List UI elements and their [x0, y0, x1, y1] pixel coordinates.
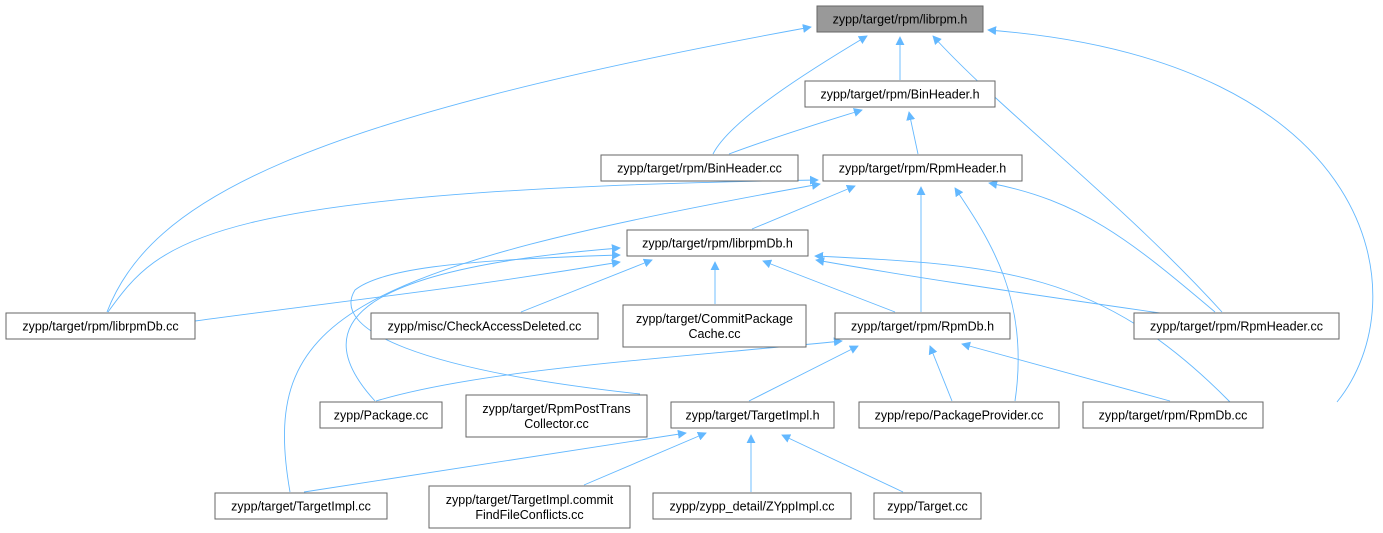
node-box: [428, 485, 631, 529]
node-box: [816, 5, 984, 33]
dependency-edge-24: [961, 341, 1171, 402]
node-targetimpl-h[interactable]: zypp/target/TargetImpl.h: [670, 401, 835, 429]
node-box: [600, 154, 799, 182]
dependency-edge-16: [762, 259, 896, 313]
node-label: zypp/target/rpm/RpmHeader.cc: [1150, 320, 1323, 334]
node-box: [1133, 312, 1340, 340]
node-packageprovider-cc[interactable]: zypp/repo/PackageProvider.cc: [858, 401, 1060, 429]
node-label: zypp/zypp_detail/ZYppImpl.cc: [669, 500, 834, 514]
node-label: zypp/target/TargetImpl.cc: [231, 500, 371, 514]
node-rpmdb-h[interactable]: zypp/target/rpm/RpmDb.h: [834, 312, 1011, 340]
node-label: zypp/target/rpm/RpmDb.h: [851, 320, 994, 334]
node-label: FindFileConflicts.cc: [475, 508, 583, 522]
node-label: zypp/target/rpm/BinHeader.h: [820, 88, 979, 102]
node-label: zypp/target/rpm/RpmDb.cc: [1099, 409, 1248, 423]
dependency-edge-20: [350, 250, 641, 395]
dependency-edge-13: [194, 258, 621, 322]
dependency-edge-28: [781, 434, 904, 493]
node-rpmheader-h[interactable]: zypp/target/rpm/RpmHeader.h: [822, 154, 1023, 182]
node-label: zypp/target/rpm/librpm.h: [833, 13, 968, 27]
dependency-edge-4: [106, 24, 812, 313]
node-box: [5, 312, 196, 340]
dependency-edge-26: [583, 432, 707, 486]
node-package-cc[interactable]: zypp/Package.cc: [319, 401, 443, 429]
dependency-edge-21: [375, 337, 843, 402]
node-librpmdb-h[interactable]: zypp/target/rpm/librpmDb.h: [626, 229, 809, 257]
node-label: zypp/target/rpm/BinHeader.cc: [617, 162, 782, 176]
node-target-cc[interactable]: zypp/Target.cc: [873, 492, 982, 520]
dependency-edge-6: [987, 26, 1374, 403]
node-label: zypp/target/TargetImpl.commit: [446, 493, 614, 507]
node-box: [465, 394, 648, 438]
node-label: zypp/target/rpm/librpmDb.cc: [22, 320, 178, 334]
node-rpmdb-cc[interactable]: zypp/target/rpm/RpmDb.cc: [1082, 401, 1264, 429]
node-box: [1082, 401, 1264, 429]
node-label: zypp/target/TargetImpl.h: [685, 409, 819, 423]
node-label: zypp/target/rpm/librpmDb.h: [642, 237, 793, 251]
node-box: [370, 312, 599, 340]
node-checkaccess-cc[interactable]: zypp/misc/CheckAccessDeleted.cc: [370, 312, 599, 340]
node-label: zypp/repo/PackageProvider.cc: [875, 409, 1044, 423]
node-librpm-h[interactable]: zypp/target/rpm/librpm.h: [816, 5, 984, 33]
node-label: zypp/target/CommitPackage: [636, 312, 793, 326]
dependency-edge-2: [728, 108, 863, 155]
node-targetimplcommit-cc[interactable]: zypp/target/TargetImpl.commitFindFileCon…: [428, 485, 631, 529]
dependency-edge-5: [932, 35, 1223, 313]
node-box: [804, 80, 996, 108]
node-box: [626, 229, 809, 257]
node-label: zypp/Package.cc: [334, 409, 429, 423]
node-box: [622, 304, 807, 348]
node-box: [822, 154, 1023, 182]
dependency-edge-25: [303, 429, 687, 493]
nodes: zypp/target/rpm/librpm.h zypp/target/rpm/…: [5, 5, 1340, 529]
node-box: [652, 492, 852, 520]
dependency-edge-3: [906, 111, 919, 155]
dependency-edge-12: [954, 187, 1019, 402]
node-label: zypp/Target.cc: [887, 500, 968, 514]
node-box: [319, 401, 443, 429]
node-box: [873, 492, 982, 520]
dependency-edge-18: [814, 251, 1231, 403]
node-label: Collector.cc: [524, 417, 589, 431]
dependency-edge-1: [712, 35, 868, 155]
edges: [106, 24, 1374, 493]
dependency-edge-7: [107, 175, 819, 313]
node-label: zypp/target/rpm/RpmHeader.h: [839, 162, 1006, 176]
node-binheader-cc[interactable]: zypp/target/rpm/BinHeader.cc: [600, 154, 799, 182]
dependency-edge-23: [928, 345, 953, 402]
node-zyppimpl-cc[interactable]: zypp/zypp_detail/ZYppImpl.cc: [652, 492, 852, 520]
dependency-edge-11: [284, 180, 821, 493]
dependency-edge-14: [520, 258, 653, 313]
node-label: zypp/target/RpmPostTrans: [482, 402, 630, 416]
dependency-edge-22: [748, 345, 859, 402]
node-targetimpl-cc[interactable]: zypp/target/TargetImpl.cc: [214, 492, 388, 520]
node-rpmheader-cc[interactable]: zypp/target/rpm/RpmHeader.cc: [1133, 312, 1340, 340]
dependency-edge-8: [751, 184, 856, 230]
node-box: [834, 312, 1011, 340]
node-box: [214, 492, 388, 520]
node-box: [858, 401, 1060, 429]
dependency-edge-10: [988, 180, 1216, 313]
node-binheader-h[interactable]: zypp/target/rpm/BinHeader.h: [804, 80, 996, 108]
dependency-edge-17: [815, 256, 1161, 314]
node-label: zypp/misc/CheckAccessDeleted.cc: [388, 320, 582, 334]
node-librpmdb-cc[interactable]: zypp/target/rpm/librpmDb.cc: [5, 312, 196, 340]
node-label: Cache.cc: [688, 327, 740, 341]
node-box: [670, 401, 835, 429]
